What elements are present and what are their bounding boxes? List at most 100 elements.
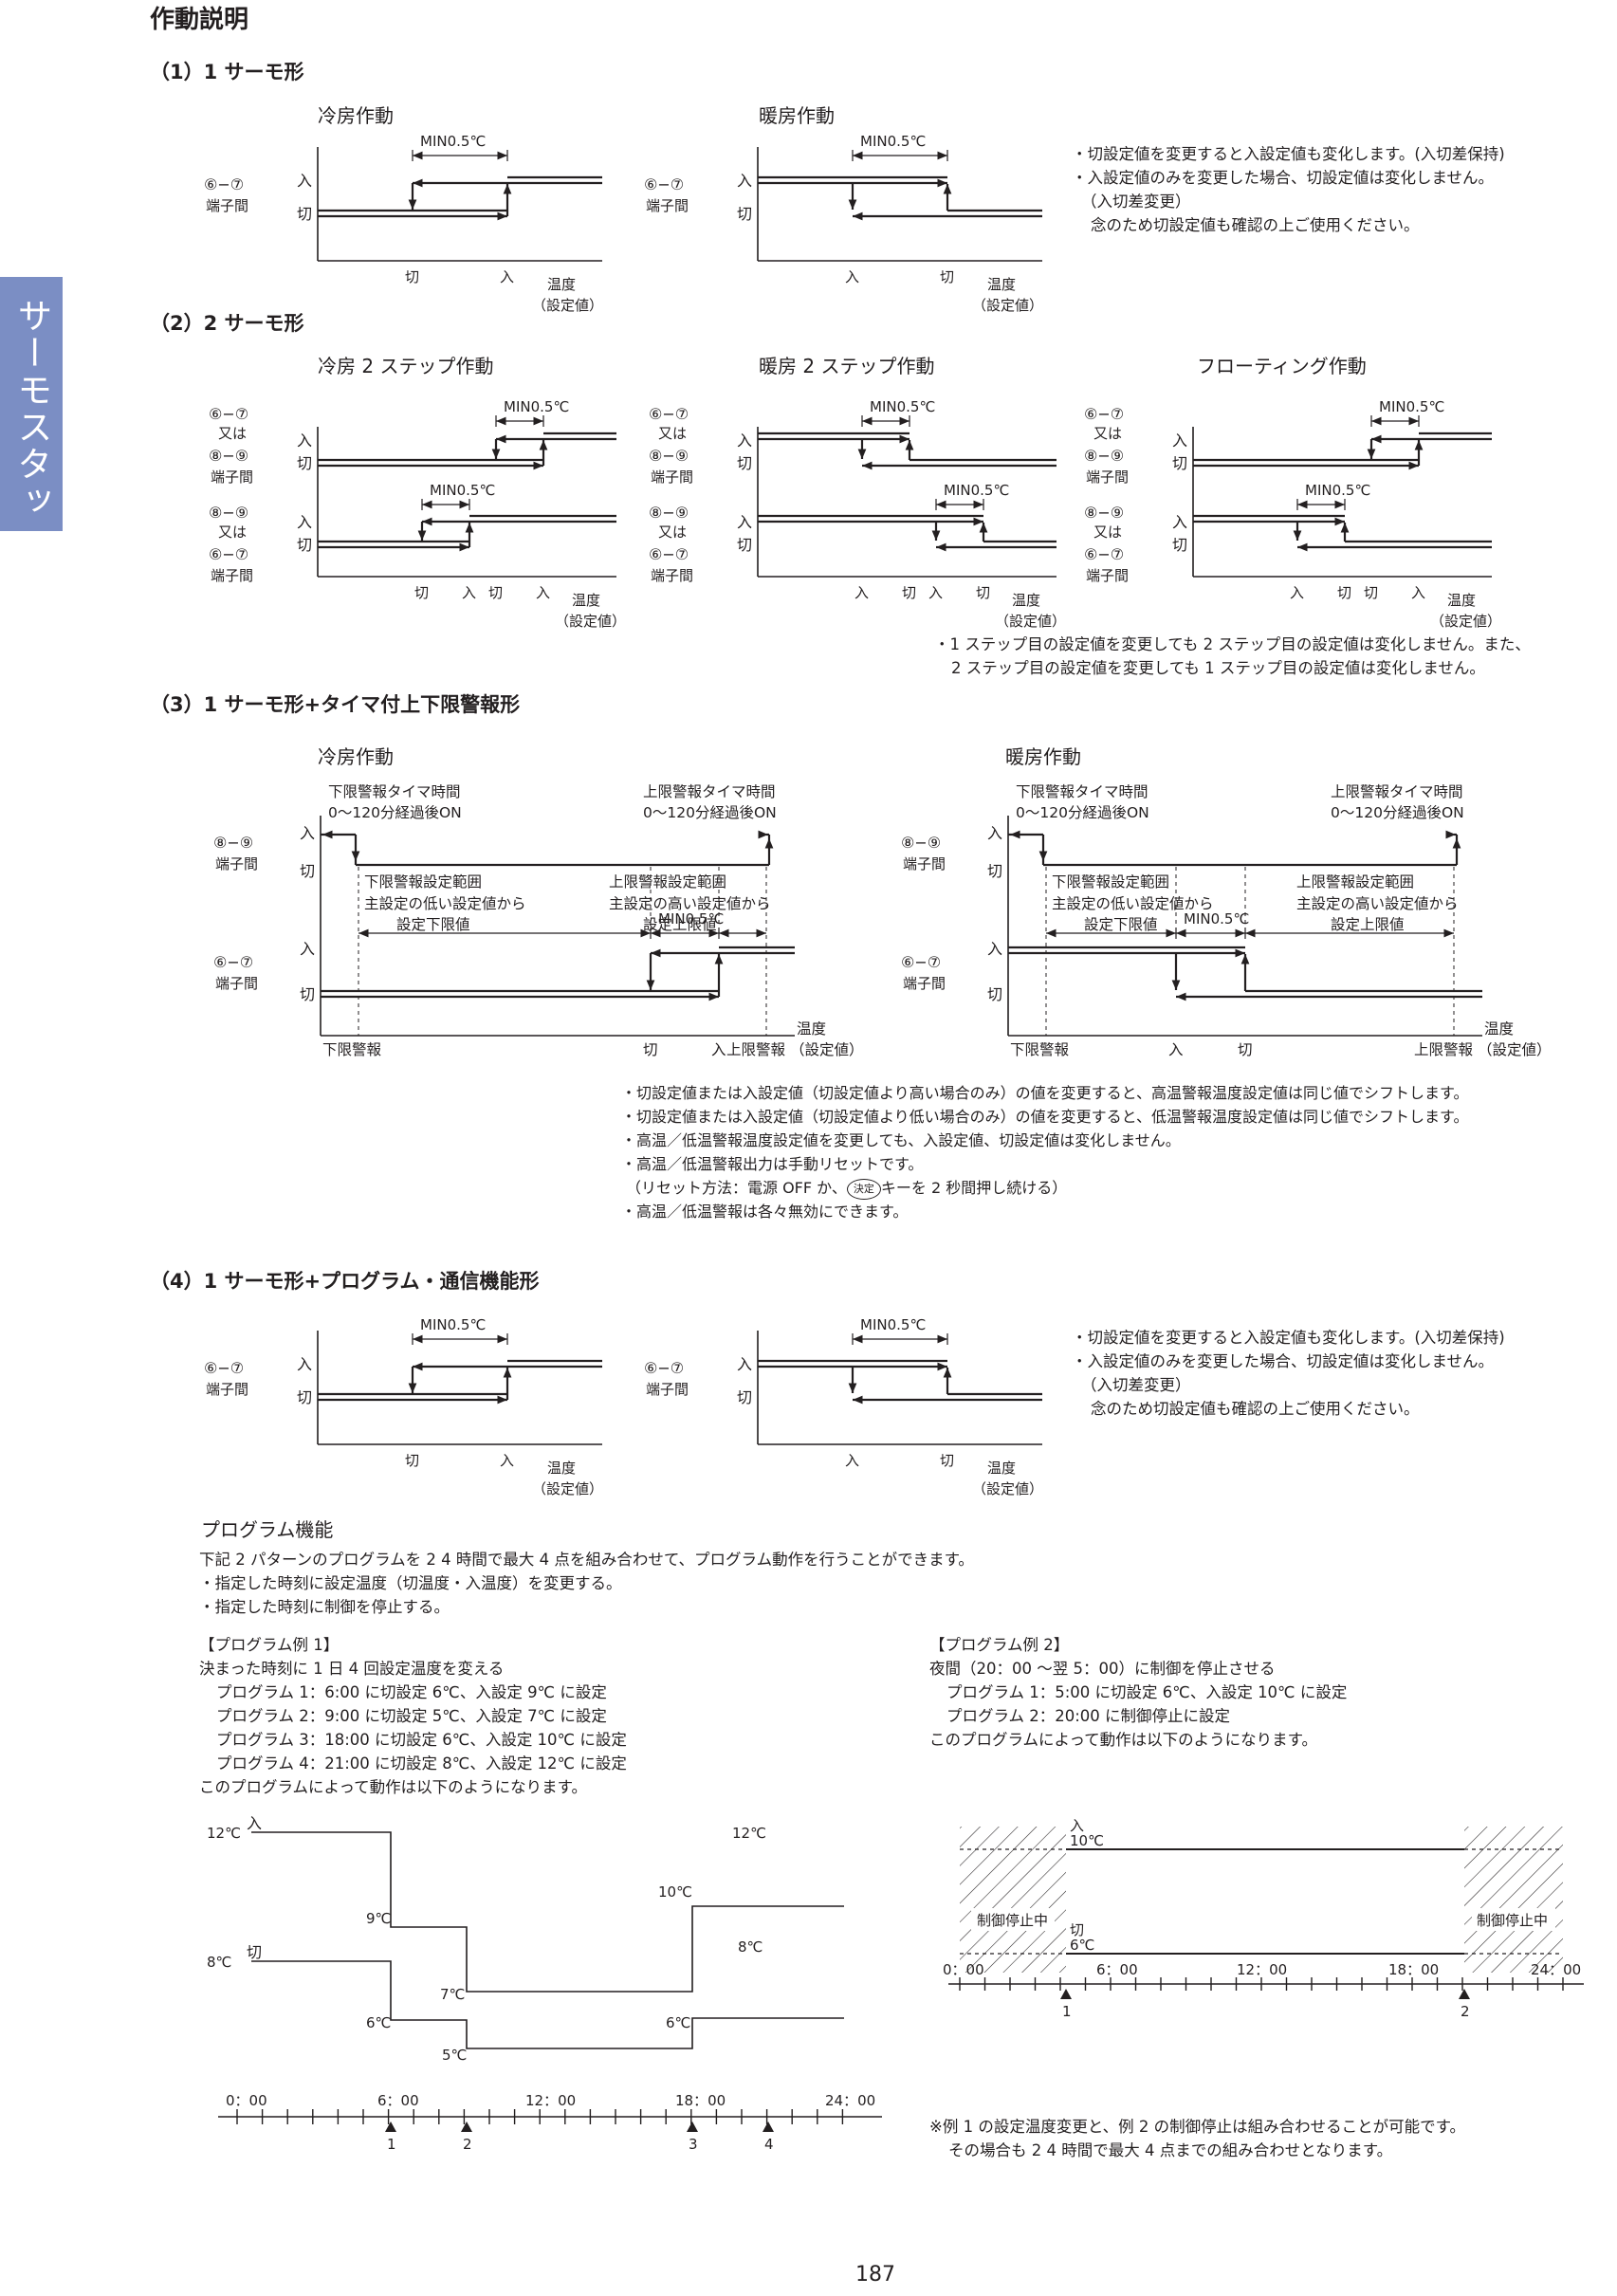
off-label: 切 <box>987 862 1002 880</box>
setting-value-label: （設定値） <box>972 297 1043 314</box>
section-4-heading: （4）1 サーモ形+プログラム・通信機能形 <box>150 1270 540 1293</box>
temperature-axis-label: 温度 <box>797 1020 826 1038</box>
ex2-marker-1-label: 1 <box>1062 2003 1072 2020</box>
axis-point-label: 入 <box>854 584 869 601</box>
sec4-note-4: 念のため切設定値も確認の上ご使用ください。 <box>1091 1400 1420 1418</box>
low-timer-value: 0〜120分経過後ON <box>328 804 462 821</box>
ex2-line-2: プログラム 1：5:00 に切設定 6℃、入設定 10℃ に設定 <box>946 1683 1348 1701</box>
ex2-marker-2-icon <box>1459 1989 1470 1999</box>
setting-value-label: （設定値） <box>995 613 1066 630</box>
program-example-1-chart: 12℃ 入 8℃ 切 9℃ 6℃ 7℃ 5℃ 10℃ 6℃ 12℃ 8℃ 0：0… <box>207 1814 882 2153</box>
sec4-note-2: ・入設定値のみを変更した場合、切設定値は変化しません。 <box>1072 1352 1495 1370</box>
ex2-tick-0: 0：00 <box>943 1961 984 1978</box>
ex1-line-1: 決まった時刻に 1 日 4 回設定温度を変える <box>199 1660 505 1678</box>
axis-point-label: 入 <box>1411 584 1425 601</box>
marker-2-icon <box>461 2122 472 2132</box>
low-range-label: 下限警報設定範囲 <box>1052 873 1169 891</box>
ex1-line-3: プログラム 2：9:00 に切設定 5℃、入設定 7℃ に設定 <box>216 1707 607 1725</box>
on-label: 入 <box>987 940 1002 958</box>
tick-label-18: 18：00 <box>675 2092 726 2109</box>
sec4-note-1: ・切設定値を変更すると入設定値も変化します。(入切差保持) <box>1072 1329 1505 1347</box>
section-2-heading: （2）2 サーモ形 <box>150 312 304 335</box>
axis-point-label: 切 <box>1364 584 1378 601</box>
high-timer-label: 上限警報タイマ時間 <box>1331 783 1463 800</box>
terminal-label: ⑥−⑦ <box>1084 405 1124 423</box>
min-label: MIN0.5℃ <box>860 133 926 150</box>
side-tab: サーモスタット <box>0 277 63 531</box>
or-label: 又は <box>658 425 687 442</box>
min-label: MIN0.5℃ <box>1379 398 1444 415</box>
ex2-temp-6c: 6℃ <box>1070 1937 1094 1954</box>
terminal-label: ⑥−⑦ <box>901 953 941 971</box>
on-label: 入 <box>1172 513 1187 531</box>
program-intro-2: ・指定した時刻に設定温度（切温度・入温度）を変更する。 <box>199 1574 622 1592</box>
on-label: 入 <box>737 1355 752 1373</box>
sec2-cool-title: 冷房 2 ステップ作動 <box>318 355 494 377</box>
min-label: MIN0.5℃ <box>658 910 724 928</box>
enter-key-icon: 決定 <box>846 1178 881 1200</box>
on-label: 入 <box>737 172 752 190</box>
marker-2-label: 2 <box>463 2136 472 2153</box>
high-range-desc: 主設定の高い設定値から <box>1296 895 1459 912</box>
ex1-line-5: プログラム 4：21:00 に切設定 8℃、入設定 12℃ に設定 <box>216 1754 627 1773</box>
terminal-between-label: 端子間 <box>215 975 258 992</box>
high-range-label: 上限警報設定範囲 <box>609 873 726 891</box>
axis-point-label: 切 <box>1238 1041 1253 1058</box>
terminal-label: ⑥−⑦ <box>209 405 248 423</box>
or-label: 又は <box>1093 425 1122 442</box>
terminal-label: ⑥−⑦ <box>644 1359 684 1377</box>
ex2-tick-12: 12：00 <box>1237 1961 1287 1978</box>
temp-label-8c: 8℃ <box>207 1954 231 1971</box>
temp-label-12c-b: 12℃ <box>732 1825 766 1842</box>
on-label: 入 <box>987 824 1002 842</box>
low-timer-label: 下限警報タイマ時間 <box>328 783 461 800</box>
axis-point-label: 入 <box>500 268 514 285</box>
sec1-note-1: ・切設定値を変更すると入設定値も変化します。(入切差保持) <box>1072 145 1505 163</box>
ex2-on-label: 入 <box>1070 1817 1084 1834</box>
high-range-desc: 主設定の高い設定値から <box>609 895 771 912</box>
ex2-stop-left: 制御停止中 <box>977 1912 1048 1929</box>
ex1-line-6: このプログラムによって動作は以下のようになります。 <box>199 1778 588 1796</box>
ex2-marker-1-icon <box>1060 1989 1072 1999</box>
sec3-note-3: ・高温／低温警報温度設定値を変更しても、入設定値、切設定値は変化しません。 <box>621 1131 1181 1149</box>
terminal-between-label: 端子間 <box>903 975 946 992</box>
sec3-heat-title: 暖房作動 <box>1005 745 1081 768</box>
or-label: 又は <box>658 523 687 541</box>
ex2-title: 【プログラム例 2】 <box>929 1636 1070 1654</box>
min-label: MIN0.5℃ <box>1184 910 1249 928</box>
high-range-label: 上限警報設定範囲 <box>1296 873 1414 891</box>
sec1-note-4: 念のため切設定値も確認の上ご使用ください。 <box>1091 216 1420 234</box>
ex2-line-1: 夜間（20：00 〜翌 5：00）に制御を停止させる <box>929 1660 1276 1678</box>
tick-label-6: 6：00 <box>377 2092 419 2109</box>
side-tab-label: サーモスタット <box>11 298 52 520</box>
page-number: 187 <box>855 2263 895 2287</box>
min-label: MIN0.5℃ <box>420 1316 486 1333</box>
low-alarm-label: 下限警報 <box>1010 1041 1070 1058</box>
low-range-label: 下限警報設定範囲 <box>364 873 482 891</box>
program-footnote-1: ※例 1 の設定温度変更と、例 2 の制御停止は組み合わせることが可能です。 <box>929 2118 1465 2136</box>
sec1-note-2: ・入設定値のみを変更した場合、切設定値は変化しません。 <box>1072 169 1495 187</box>
axis-point-label: 切 <box>940 268 954 285</box>
off-label: 切 <box>300 862 315 880</box>
terminal-label: ⑥−⑦ <box>204 1359 244 1377</box>
sec2-note-2: 2 ステップ目の設定値を変更しても 1 ステップ目の設定値は変化しません。 <box>951 659 1485 677</box>
sec3-note-5: ・高温／低温警報は各々無効にできます。 <box>621 1203 909 1221</box>
off-label: 切 <box>987 985 1002 1003</box>
ex2-tick-24: 24：00 <box>1531 1961 1581 1978</box>
stopped-hatch-left <box>960 1827 1066 1973</box>
high-alarm-label: 上限警報 <box>726 1041 786 1058</box>
ex2-stop-right: 制御停止中 <box>1477 1912 1548 1929</box>
marker-3-icon <box>687 2122 698 2132</box>
high-timer-label: 上限警報タイマ時間 <box>643 783 776 800</box>
ex2-off-label: 切 <box>1070 1921 1084 1938</box>
marker-1-icon <box>385 2122 396 2132</box>
on-label: 入 <box>297 172 312 190</box>
low-range-desc: 主設定の低い設定値から <box>1052 895 1214 912</box>
program-intro-1: 下記 2 パターンのプログラムを 2 4 時間で最大 4 点を組み合わせて、プロ… <box>199 1551 974 1569</box>
reset-note-pre: （リセット方法：電源 OFF か、 <box>626 1179 847 1197</box>
off-label: 切 <box>737 454 752 472</box>
marker-4-icon <box>763 2122 774 2132</box>
on-label: 入 <box>300 824 315 842</box>
axis-point-label: 入 <box>845 268 859 285</box>
on-label: 入 <box>1172 432 1187 450</box>
